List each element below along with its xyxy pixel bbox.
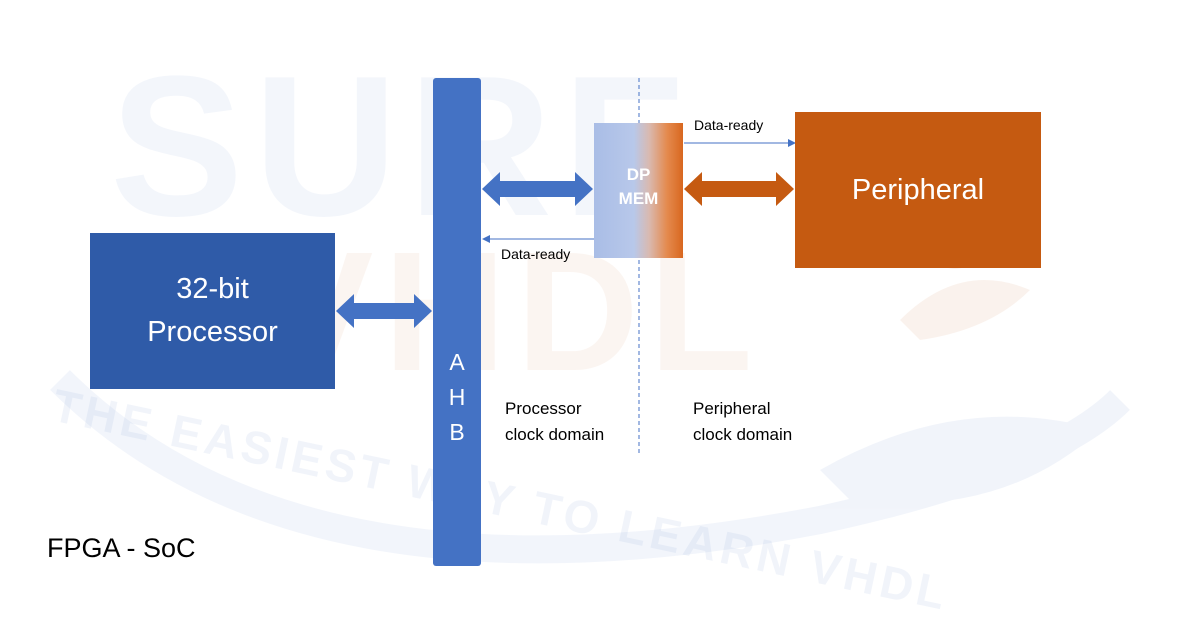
bus-memory-arrow — [482, 172, 593, 206]
data-ready-label-bottom: Data-ready — [501, 246, 571, 262]
peripheral-domain-label: Peripheral clock domain — [693, 396, 792, 448]
processor-bus-arrow — [336, 294, 432, 328]
processor-domain-line2: clock domain — [505, 425, 605, 444]
processor-label-line1: 32-bit — [176, 273, 249, 305]
memory-peripheral-arrow — [684, 172, 794, 206]
ahb-letter-h: H — [448, 384, 466, 410]
peripheral-domain-line2: clock domain — [693, 425, 793, 444]
processor-domain-line1: Processor — [505, 399, 582, 418]
memory-label-line1: DP — [626, 165, 651, 184]
processor-domain-label: Processor clock domain — [505, 396, 604, 448]
fpga-soc-label: FPGA - SoC — [47, 533, 196, 563]
peripheral-block: Peripheral — [795, 112, 1041, 268]
data-ready-label-top: Data-ready — [694, 117, 764, 133]
ahb-letter-a: A — [449, 349, 465, 375]
memory-label: DP MEM — [594, 163, 683, 211]
peripheral-domain-line1: Peripheral — [693, 399, 771, 418]
ahb-bus: A H B — [433, 78, 481, 566]
processor-label-line2: Processor — [147, 316, 278, 348]
dual-port-memory: DP MEM — [594, 123, 683, 258]
ahb-letter-b: B — [449, 419, 465, 445]
memory-label-line2: MEM — [618, 189, 659, 208]
processor-block: 32-bit Processor — [90, 233, 335, 389]
peripheral-label: Peripheral — [851, 173, 985, 206]
